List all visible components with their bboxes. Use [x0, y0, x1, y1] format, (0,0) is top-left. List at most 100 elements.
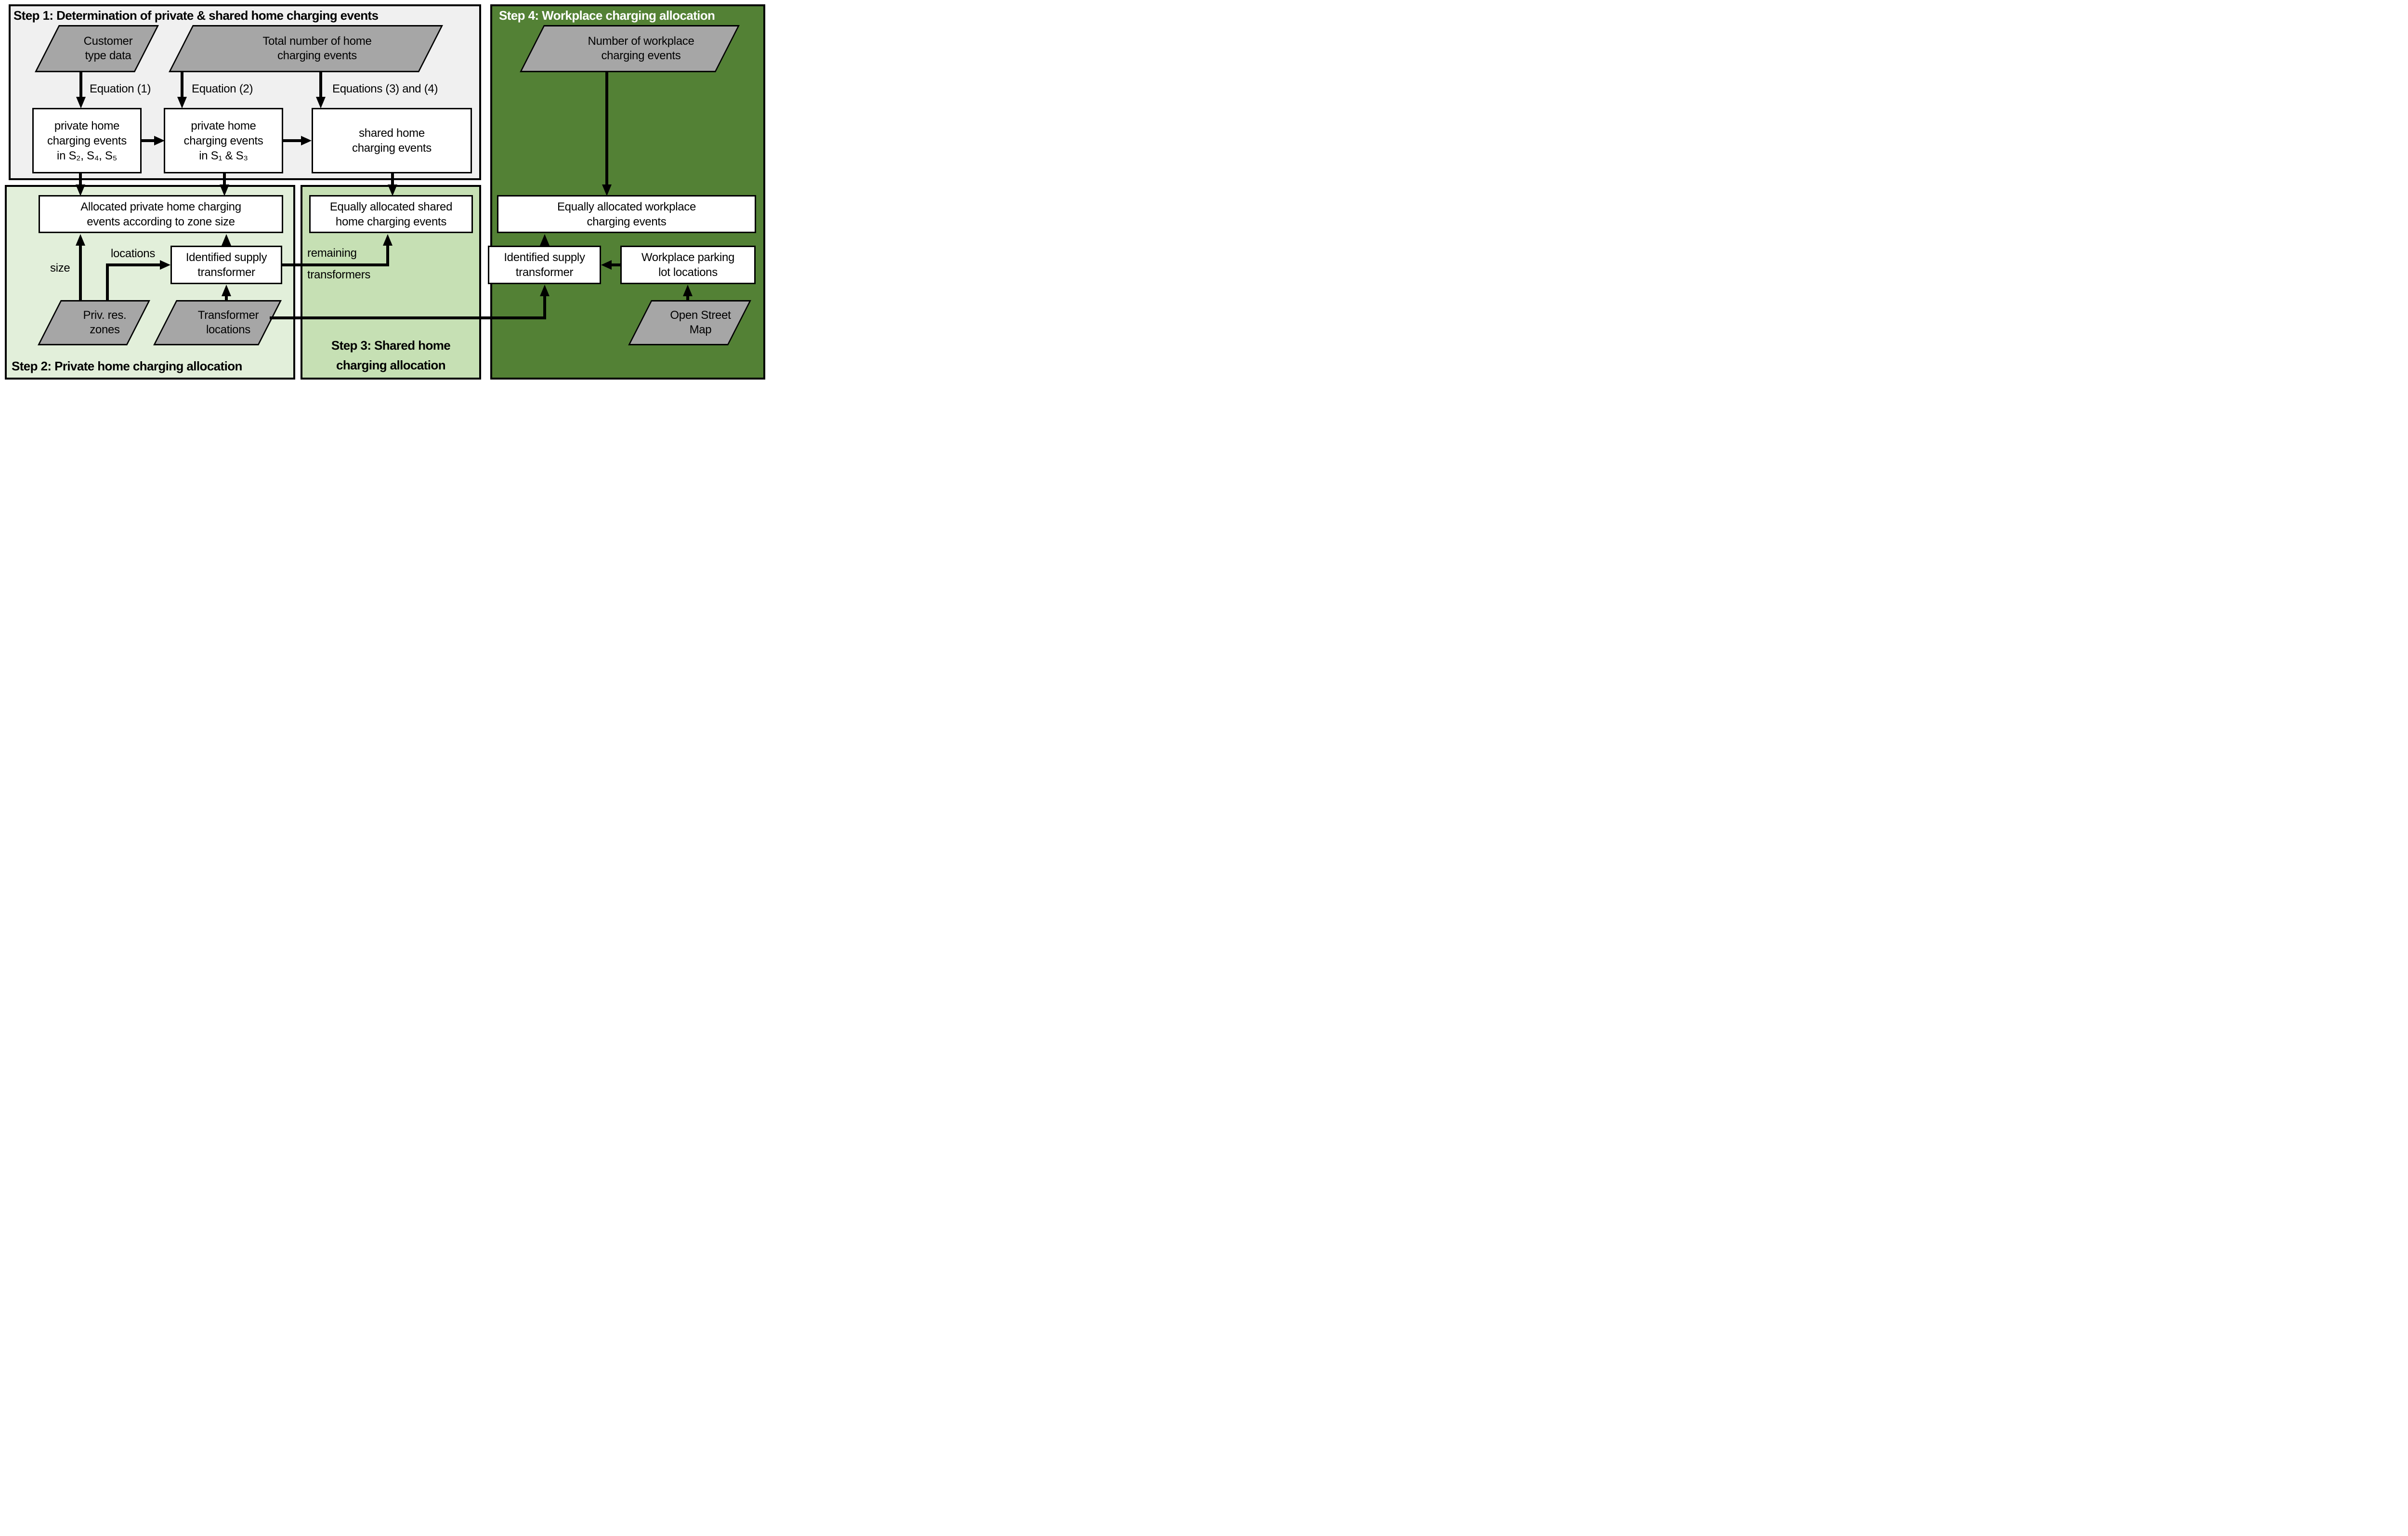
identified-supply-line2-step2: transformer	[197, 266, 255, 279]
arrow-workplace-input-to-allocated-head	[602, 184, 612, 196]
equally-shared-box: Equally allocated shared home charging e…	[309, 195, 473, 233]
private-home-s13-line1: private home	[191, 119, 256, 132]
arrow-osm-to-parking-head	[683, 285, 693, 296]
arrow-s245-to-s13-head	[154, 136, 165, 145]
number-workplace-label: Number of workplace charging events	[544, 26, 737, 71]
equally-workplace-box: Equally allocated workplace charging eve…	[497, 195, 756, 233]
size-label: size	[50, 262, 70, 275]
arrow-s245-to-allocated	[79, 173, 82, 186]
arrow-osm-to-parking	[686, 294, 689, 300]
arrow-customer-to-s245	[79, 72, 82, 98]
arrow-total-to-shared-head	[316, 97, 326, 108]
flowchart-canvas: Step 1: Determination of private & share…	[0, 0, 768, 384]
arrow-size	[79, 245, 82, 300]
arrow-total-to-s13	[181, 72, 183, 98]
shared-home-line1: shared home	[359, 127, 425, 140]
private-home-s245-line1: private home	[54, 119, 120, 132]
arrow-transformer-to-allocated-head	[222, 234, 231, 246]
allocated-private-line2: events according to zone size	[87, 215, 235, 228]
shared-home-line2: charging events	[352, 142, 432, 155]
allocated-private-box: Allocated private home charging events a…	[39, 195, 283, 233]
arrow-translocations-to-transformer-head	[222, 285, 231, 296]
transformer-locations-line1: Transformer	[197, 309, 259, 322]
step3-title-line2: charging allocation	[336, 358, 446, 372]
arrow-translocations-to-transformer	[225, 294, 228, 300]
number-workplace-line1: Number of workplace	[588, 35, 694, 48]
workplace-parking-line1: Workplace parking	[641, 251, 735, 264]
equally-shared-line1: Equally allocated shared	[329, 200, 453, 213]
equation-2-label: Equation (2)	[192, 82, 253, 95]
private-home-s245-line2: charging events	[47, 134, 127, 147]
arrow-remaining-vertical	[386, 244, 389, 266]
arrow-locations-horizontal	[106, 263, 161, 266]
step2-title: Step 2: Private home charging allocation	[12, 359, 242, 373]
total-home-charging-line1: Total number of home	[262, 35, 372, 48]
open-street-map-line1: Open Street	[670, 309, 731, 322]
total-home-charging-input: Total number of home charging events	[169, 25, 443, 72]
transformer-locations-line2: locations	[206, 323, 250, 336]
private-home-s245-box: private home charging events in S₂, S₄, …	[32, 108, 142, 173]
private-home-s245-line3: in S₂, S₄, S₅	[57, 149, 117, 162]
transformers-label: transformers	[307, 268, 371, 281]
allocated-private-line1: Allocated private home charging	[80, 200, 241, 213]
arrow-translocations-to-step4-head	[540, 285, 550, 296]
identified-supply-transformer-box-step4: Identified supply transformer	[488, 246, 601, 284]
step4-title: Step 4: Workplace charging allocation	[499, 8, 715, 23]
arrow-s245-to-allocated-head	[76, 184, 85, 196]
arrow-size-head	[76, 234, 85, 246]
identified-supply-line2-step4: transformer	[515, 266, 574, 279]
arrow-parking-to-transformer-head	[601, 260, 612, 270]
total-home-charging-line2: charging events	[277, 49, 357, 62]
arrow-translocations-to-step4-vertical	[543, 294, 546, 319]
arrow-shared-to-equally-shared-head	[388, 184, 397, 196]
customer-type-data-line1: Customer	[83, 35, 133, 48]
arrow-locations-vertical	[106, 263, 109, 300]
private-home-s13-box: private home charging events in S₁ & S₃	[164, 108, 283, 173]
customer-type-data-line2: type data	[85, 49, 131, 62]
transformer-locations-label: Transformer locations	[177, 302, 279, 344]
priv-res-zones-label: Priv. res. zones	[61, 302, 148, 344]
arrow-remaining-head	[383, 234, 393, 246]
arrow-translocations-to-step4-horizontal	[270, 316, 546, 319]
arrow-total-to-s13-head	[177, 97, 187, 108]
equation-1-label: Equation (1)	[90, 82, 151, 95]
locations-label: locations	[111, 247, 156, 260]
open-street-map-line2: Map	[689, 323, 712, 336]
priv-res-zones-line2: zones	[90, 323, 120, 336]
private-home-s13-line3: in S₁ & S₃	[199, 149, 248, 162]
identified-supply-line1-step4: Identified supply	[504, 251, 585, 264]
equations-3-4-label: Equations (3) and (4)	[332, 82, 438, 95]
arrow-transformer4-to-allocated-head	[540, 234, 550, 246]
equally-workplace-line2: charging events	[587, 215, 667, 228]
arrow-s13-to-allocated-head	[220, 184, 229, 196]
open-street-map-label: Open Street Map	[652, 302, 749, 344]
identified-supply-transformer-box-step2: Identified supply transformer	[170, 246, 282, 284]
total-home-charging-label: Total number of home charging events	[193, 26, 441, 71]
arrow-workplace-input-to-allocated	[605, 72, 608, 186]
arrow-locations-head	[160, 260, 170, 270]
equally-shared-line2: home charging events	[335, 215, 447, 228]
arrow-customer-to-s245-head	[76, 97, 86, 108]
equally-workplace-line1: Equally allocated workplace	[557, 200, 696, 213]
private-home-s13-line2: charging events	[183, 134, 263, 147]
number-workplace-input: Number of workplace charging events	[520, 25, 740, 72]
shared-home-box: shared home charging events	[312, 108, 472, 173]
arrow-total-to-shared	[319, 72, 322, 98]
arrow-s245-to-s13	[142, 139, 155, 142]
workplace-parking-line2: lot locations	[658, 266, 718, 279]
number-workplace-line2: charging events	[601, 49, 681, 62]
priv-res-zones-line1: Priv. res.	[83, 309, 127, 322]
step1-title: Step 1: Determination of private & share…	[13, 8, 379, 23]
remaining-label: remaining	[307, 247, 357, 260]
arrow-remaining-horizontal	[282, 263, 389, 266]
arrow-parking-to-transformer	[610, 263, 620, 266]
workplace-parking-box: Workplace parking lot locations	[620, 246, 756, 284]
arrow-shared-to-equally-shared	[391, 173, 394, 186]
transformer-locations-input: Transformer locations	[153, 300, 282, 345]
identified-supply-line1-step2: Identified supply	[185, 251, 267, 264]
arrow-s13-to-allocated	[223, 173, 226, 186]
step3-title-line1: Step 3: Shared home	[331, 338, 451, 353]
arrow-s13-to-shared-head	[301, 136, 312, 145]
customer-type-data-label: Customer type data	[59, 26, 157, 71]
arrow-s13-to-shared	[283, 139, 302, 142]
